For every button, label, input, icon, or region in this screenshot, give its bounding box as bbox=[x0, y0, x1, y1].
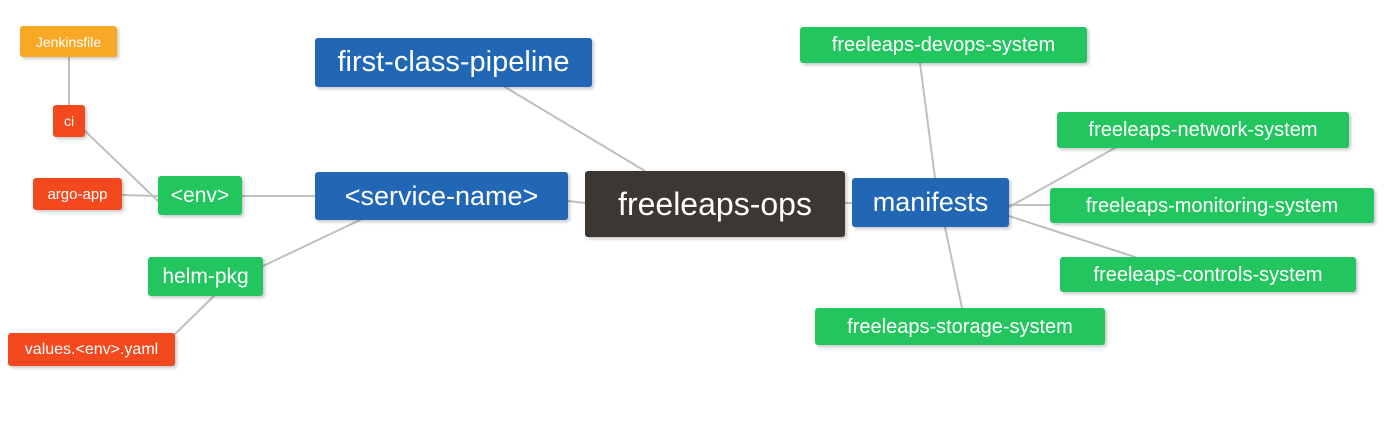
node-freeleaps-monitoring-system[interactable]: freeleaps-monitoring-system bbox=[1050, 188, 1374, 223]
edge-argo-app-to-env bbox=[121, 194, 159, 197]
node-ci[interactable]: ci bbox=[53, 105, 85, 137]
node-freeleaps-ops[interactable]: freeleaps-ops bbox=[585, 171, 845, 237]
node-label-first-class-pipeline: first-class-pipeline bbox=[337, 46, 570, 78]
node-manifests[interactable]: manifests bbox=[852, 178, 1009, 227]
node-label-values-yaml: values.<env>.yaml bbox=[24, 340, 159, 358]
node-label-freeleaps-monitoring-system: freeleaps-monitoring-system bbox=[1085, 194, 1339, 217]
edge-helm-pkg-to-service-name bbox=[262, 219, 361, 267]
node-values-yaml[interactable]: values.<env>.yaml bbox=[8, 333, 175, 366]
node-label-argo-app: argo-app bbox=[47, 185, 108, 203]
node-freeleaps-devops-system[interactable]: freeleaps-devops-system bbox=[800, 27, 1087, 63]
node-label-freeleaps-controls-system: freeleaps-controls-system bbox=[1093, 263, 1323, 286]
node-service-name[interactable]: <service-name> bbox=[315, 172, 568, 220]
edge-first-class-pipeline-to-freeleaps-ops bbox=[504, 86, 646, 172]
node-freeleaps-storage-system[interactable]: freeleaps-storage-system bbox=[815, 308, 1105, 345]
node-helm-pkg[interactable]: helm-pkg bbox=[148, 257, 263, 296]
node-label-env: <env> bbox=[170, 184, 230, 207]
node-label-manifests: manifests bbox=[872, 187, 989, 217]
node-label-freeleaps-storage-system: freeleaps-storage-system bbox=[847, 315, 1073, 338]
node-label-ci: ci bbox=[63, 113, 75, 129]
node-jenkinsfile[interactable]: Jenkinsfile bbox=[20, 26, 117, 57]
edge-manifests-to-freeleaps-storage-system bbox=[944, 226, 963, 309]
node-label-service-name: <service-name> bbox=[344, 180, 539, 211]
node-label-jenkinsfile: Jenkinsfile bbox=[35, 33, 102, 50]
edge-service-name-to-freeleaps-ops bbox=[567, 200, 586, 204]
edge-values-yaml-to-helm-pkg bbox=[174, 295, 215, 335]
node-freeleaps-network-system[interactable]: freeleaps-network-system bbox=[1057, 112, 1349, 148]
node-argo-app[interactable]: argo-app bbox=[33, 178, 122, 210]
node-label-freeleaps-network-system: freeleaps-network-system bbox=[1088, 119, 1318, 141]
edge-manifests-to-freeleaps-devops-system bbox=[919, 62, 936, 179]
node-freeleaps-controls-system[interactable]: freeleaps-controls-system bbox=[1060, 257, 1356, 292]
node-label-helm-pkg: helm-pkg bbox=[162, 265, 249, 288]
node-env[interactable]: <env> bbox=[158, 176, 242, 215]
node-label-freeleaps-devops-system: freeleaps-devops-system bbox=[831, 34, 1056, 56]
node-first-class-pipeline[interactable]: first-class-pipeline bbox=[315, 38, 592, 87]
node-label-freeleaps-ops: freeleaps-ops bbox=[618, 186, 812, 222]
